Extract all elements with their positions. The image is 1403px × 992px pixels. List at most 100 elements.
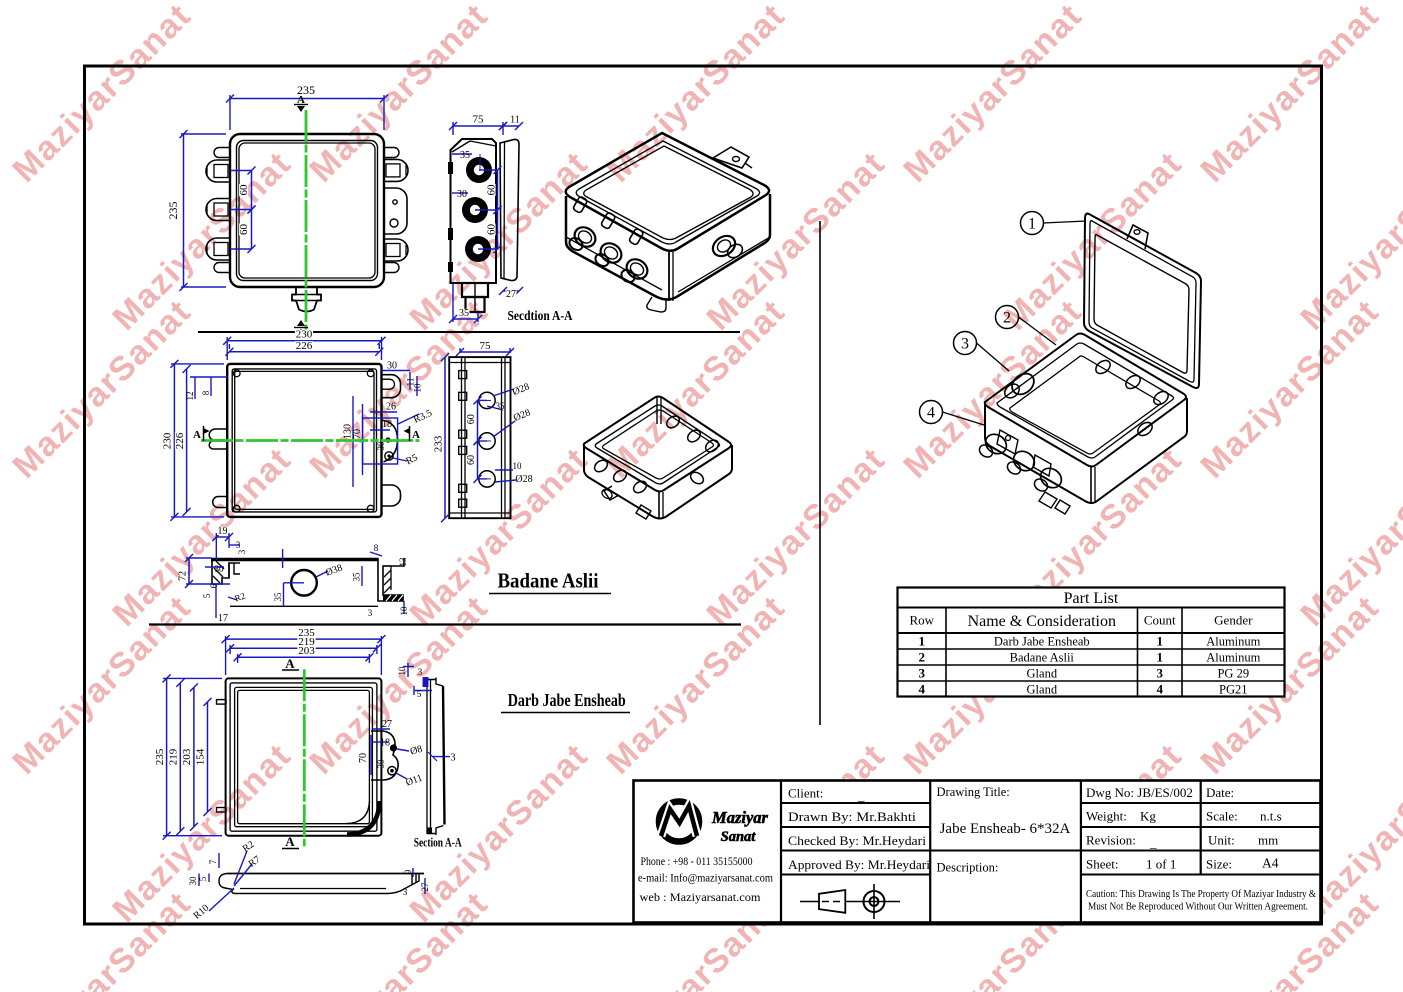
svg-text:11: 11	[406, 378, 416, 387]
svg-text:1: 1	[1028, 216, 1036, 233]
svg-text:Ø28: Ø28	[511, 381, 531, 398]
svg-text:226: 226	[296, 340, 313, 352]
svg-text:mm: mm	[1258, 833, 1278, 848]
svg-text:Caution: This Drawing Is The P: Caution: This Drawing Is The Property Of…	[1086, 889, 1316, 900]
svg-text:R10: R10	[191, 903, 211, 922]
svg-text:8: 8	[201, 390, 211, 395]
svg-text:3: 3	[1157, 666, 1164, 681]
svg-text:Gland: Gland	[1027, 683, 1058, 697]
svg-text:Badane Aslii: Badane Aslii	[1010, 651, 1075, 665]
svg-text:233: 233	[433, 435, 445, 452]
svg-text:Ø11: Ø11	[404, 773, 424, 789]
svg-text:Ø8: Ø8	[409, 744, 424, 758]
svg-text:1: 1	[1157, 634, 1164, 649]
svg-text:13: 13	[398, 557, 408, 567]
svg-text:10: 10	[513, 461, 523, 471]
svg-text:3: 3	[919, 666, 926, 681]
svg-text:235: 235	[166, 202, 180, 220]
svg-text:A: A	[285, 834, 295, 849]
svg-text:35: 35	[459, 308, 469, 319]
svg-text:18: 18	[382, 419, 392, 430]
svg-text:Kg: Kg	[1140, 809, 1156, 824]
svg-text:Revision:: Revision:	[1086, 833, 1136, 848]
svg-text:R2: R2	[241, 839, 257, 855]
svg-text:5: 5	[198, 876, 208, 881]
svg-text:10: 10	[399, 606, 409, 616]
svg-text:MaziyarSanat: MaziyarSanat	[699, 440, 892, 633]
svg-text:9: 9	[403, 869, 413, 874]
svg-text:130: 130	[343, 424, 354, 439]
svg-text:Row: Row	[910, 613, 935, 628]
svg-text:1 of 1: 1 of 1	[1146, 857, 1176, 872]
svg-text:MaziyarSanat: MaziyarSanat	[1193, 0, 1386, 190]
svg-text:Aluminum: Aluminum	[1206, 651, 1260, 665]
svg-text:219: 219	[298, 636, 315, 648]
svg-text:Client:: Client:	[788, 786, 823, 801]
svg-text:154: 154	[195, 748, 207, 765]
svg-text:4: 4	[1157, 682, 1164, 697]
svg-text:Count: Count	[1144, 613, 1176, 628]
svg-text:235: 235	[154, 748, 166, 765]
svg-text:3: 3	[961, 336, 969, 353]
svg-text:web : Maziyarsanat.com: web : Maziyarsanat.com	[640, 890, 762, 904]
svg-text:Checked By: Mr.Heydari: Checked By: Mr.Heydari	[788, 834, 927, 848]
svg-text:30: 30	[387, 361, 397, 372]
svg-text:Part List: Part List	[1064, 590, 1119, 607]
svg-text:Gender: Gender	[1214, 613, 1253, 628]
svg-text:R3.5: R3.5	[412, 408, 434, 426]
svg-text:235: 235	[298, 627, 315, 639]
svg-text:30: 30	[215, 564, 225, 574]
svg-text:6: 6	[209, 583, 219, 588]
svg-text:10: 10	[397, 666, 407, 676]
svg-text:MaziyarSanat: MaziyarSanat	[5, 292, 198, 485]
svg-text:A: A	[412, 429, 420, 441]
svg-text:Scale:: Scale:	[1206, 809, 1238, 824]
svg-text:Description:: Description:	[937, 861, 999, 875]
svg-text:11: 11	[510, 115, 520, 126]
svg-text:27: 27	[382, 719, 392, 730]
svg-text:3: 3	[237, 549, 247, 554]
svg-text:MaziyarSanat: MaziyarSanat	[896, 0, 1089, 190]
svg-text:75: 75	[473, 114, 485, 126]
svg-text:7: 7	[208, 859, 218, 864]
svg-text:R7: R7	[247, 854, 263, 870]
svg-text:Date:: Date:	[1206, 785, 1234, 800]
svg-text:Unit:: Unit:	[1208, 833, 1235, 848]
svg-text:70: 70	[352, 429, 363, 439]
svg-text:3: 3	[236, 540, 241, 550]
svg-text:MaziyarSanat: MaziyarSanat	[896, 292, 1089, 485]
svg-text:60: 60	[466, 414, 477, 424]
svg-text:A4: A4	[1262, 856, 1279, 871]
svg-text:A: A	[193, 429, 201, 441]
svg-text:5: 5	[202, 593, 212, 598]
svg-text:Maziyar: Maziyar	[711, 808, 769, 827]
svg-text:2: 2	[1003, 310, 1011, 327]
svg-text:230: 230	[296, 329, 313, 341]
svg-text:30: 30	[376, 759, 386, 769]
svg-text:35: 35	[352, 572, 362, 582]
svg-text:Section A-A: Section A-A	[414, 836, 462, 850]
svg-text:18: 18	[380, 738, 390, 749]
svg-text:A: A	[297, 94, 305, 106]
svg-text:1: 1	[919, 634, 926, 649]
svg-text:Approved By: Mr.Heydari: Approved By: Mr.Heydari	[788, 858, 931, 872]
svg-text:12: 12	[185, 392, 195, 401]
svg-text:Ø38: Ø38	[324, 563, 344, 579]
svg-text:MaziyarSanat: MaziyarSanat	[5, 884, 198, 992]
svg-text:Darb Jabe Ensheab: Darb Jabe Ensheab	[994, 635, 1090, 649]
svg-text:Size:: Size:	[1206, 857, 1232, 872]
svg-text:30: 30	[188, 876, 198, 886]
svg-text:_: _	[1149, 835, 1157, 850]
svg-text:35: 35	[496, 401, 506, 411]
svg-text:Drawing Title:: Drawing Title:	[937, 785, 1010, 799]
svg-text:60: 60	[486, 224, 498, 236]
svg-text:A: A	[285, 656, 295, 671]
svg-text:Name & Consideration: Name & Consideration	[968, 613, 1116, 630]
svg-text:8: 8	[374, 543, 379, 553]
svg-text:19: 19	[218, 526, 228, 537]
svg-text:Must Not Be Reproduced Without: Must Not Be Reproduced Without Our Writt…	[1088, 902, 1308, 913]
svg-text:Ø28: Ø28	[512, 407, 532, 424]
svg-text:3: 3	[418, 667, 423, 677]
svg-text:4: 4	[919, 682, 926, 697]
svg-text:R5: R5	[404, 452, 419, 467]
